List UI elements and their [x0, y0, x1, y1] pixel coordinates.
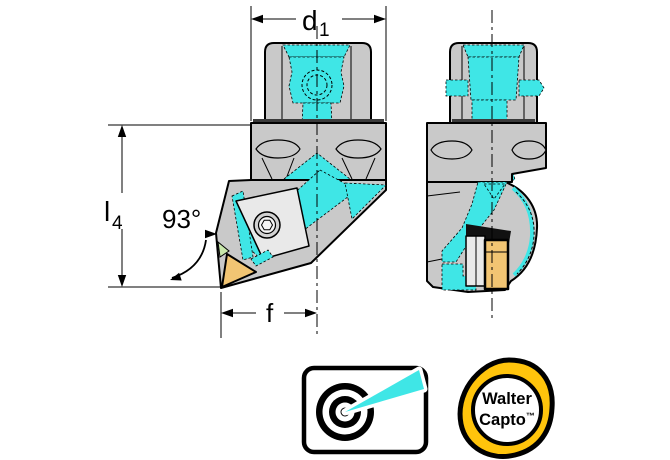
shim-seat [217, 240, 230, 258]
coolant-beam [345, 370, 424, 412]
capto-badge-center [471, 374, 543, 446]
dimension-f: f [220, 292, 317, 338]
angle-arrow-top [205, 229, 217, 239]
flange-slot-left-side [430, 140, 473, 160]
coolant-cavity-top-side [462, 44, 525, 58]
dimension-d1: d 1 [250, 5, 387, 121]
coolant-tip-jet [250, 249, 274, 267]
walter-capto-line1: Walter [482, 390, 532, 408]
d1-extension-lines [250, 6, 387, 121]
coolant-zigzag-side [441, 181, 508, 263]
coolant-vee-side [483, 183, 506, 200]
l4-label: l [104, 196, 110, 227]
coolant-edge-band [231, 190, 254, 261]
flange-slot-right [335, 139, 382, 159]
shank-flange-joint-side [452, 119, 535, 123]
d1-arrow-right [374, 14, 386, 24]
coolant-cavity-block-side [467, 56, 520, 101]
capto-trigon-badge-icon: Walter Capto™ [457, 357, 555, 459]
angle-label: 93° [162, 204, 201, 234]
side-view [426, 10, 547, 320]
dimension-l4: l 4 [104, 124, 251, 288]
angle-arrow-bottom [170, 272, 182, 281]
l4-arrow-up [117, 125, 127, 137]
angle-arc [171, 239, 207, 279]
cutting-insert-front [221, 253, 257, 288]
walter-capto-line2: Capto™ [479, 411, 535, 429]
shank-flange-joint [253, 119, 384, 123]
f-arrow-right [305, 308, 317, 318]
edge-curve-hidden-line [515, 191, 535, 275]
flange-slot-left [255, 139, 301, 159]
l4-arrow-down [117, 275, 127, 287]
coolant-port-right [518, 79, 545, 97]
d1-arrow-left [251, 14, 263, 24]
hex-screw-bore [257, 215, 277, 235]
front-view [215, 26, 387, 334]
d1-label: d [302, 5, 318, 36]
cutting-insert-side [483, 238, 510, 291]
capto-word: Capto [479, 411, 526, 429]
f-arrow-left [221, 308, 233, 318]
l4-label-sub: 4 [112, 213, 123, 234]
precision-coolant-target-icon [301, 365, 429, 455]
hex-socket [260, 219, 274, 231]
f-label: f [266, 298, 274, 328]
d1-label-sub: 1 [319, 20, 330, 41]
coolant-head-right [344, 182, 387, 220]
l4-reference-lines [108, 124, 251, 288]
trademark-symbol: ™ [526, 411, 535, 421]
shank-edge-lines [281, 46, 352, 119]
coolant-port-left [445, 79, 469, 97]
flange-slot-right-side [511, 140, 547, 160]
flange-groove-lines [261, 157, 376, 180]
angle-annotation: 93° [162, 204, 217, 281]
